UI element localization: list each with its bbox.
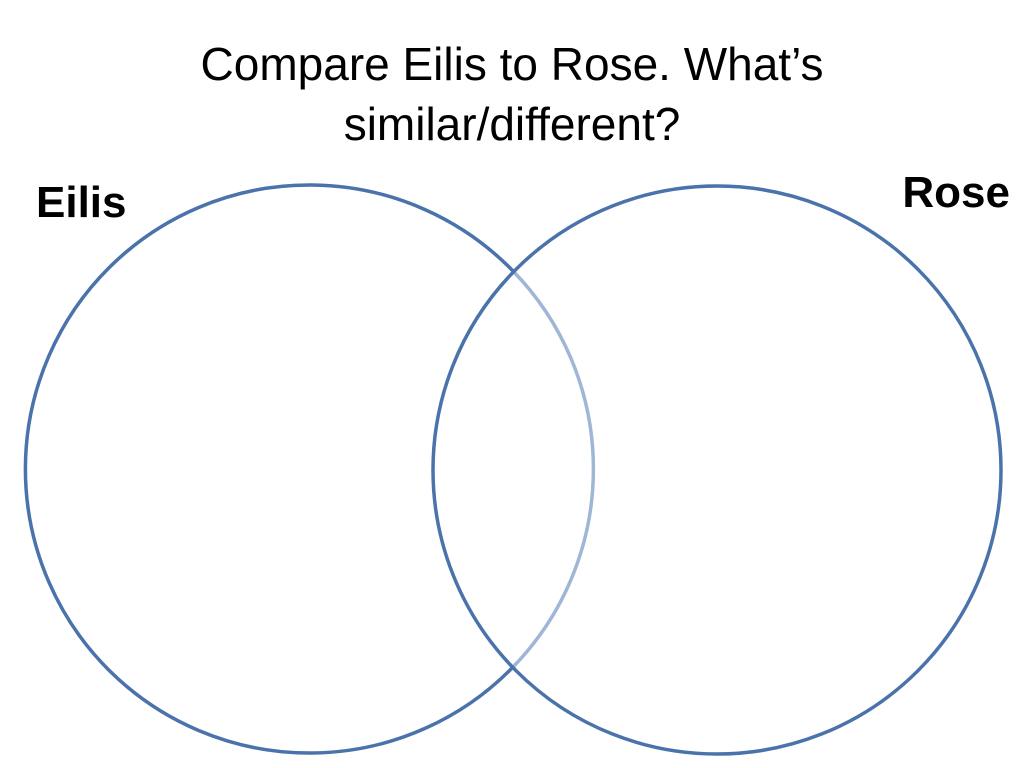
eilis-circle-overlap-arc	[511, 269, 596, 669]
slide-title: Compare Eilis to Rose. What’s similar/di…	[200, 38, 824, 150]
rose-label: Rose	[902, 168, 1010, 217]
eilis-circle-outer-arc	[23, 183, 515, 755]
eilis-label: Eilis	[36, 178, 127, 227]
rose-circle	[431, 184, 1003, 756]
